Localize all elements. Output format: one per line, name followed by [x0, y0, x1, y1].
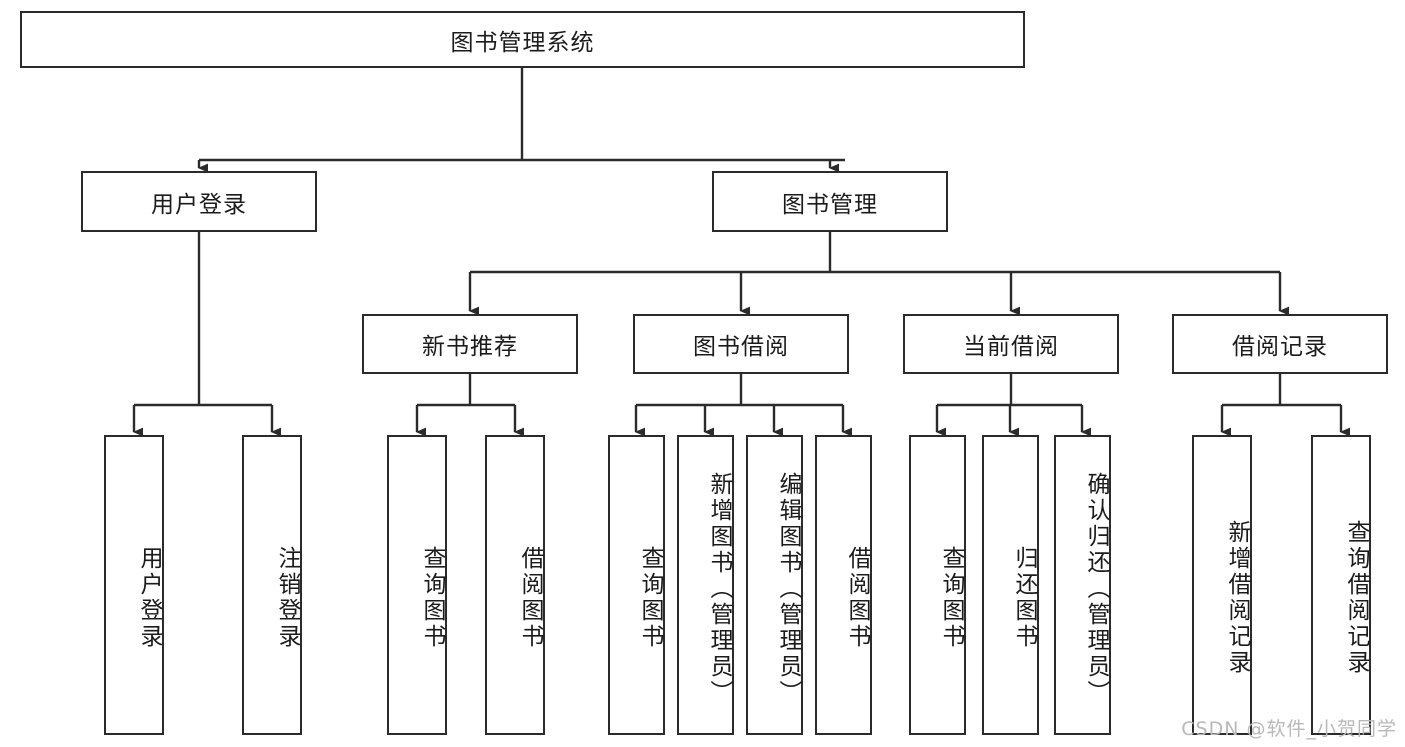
node-book-borrow-label: 图书借阅: [693, 334, 789, 360]
node-leaf-query-book-3-label: 查询图书: [938, 546, 964, 650]
node-book-borrow[interactable]: 图书借阅: [633, 314, 849, 374]
node-leaf-borrow-book-2-label: 借阅图书: [844, 546, 870, 650]
node-leaf-add-record[interactable]: 新增借阅记录: [1192, 435, 1252, 735]
node-leaf-user-login-label: 用户登录: [136, 546, 162, 650]
node-new-book-rec[interactable]: 新书推荐: [362, 314, 578, 374]
node-book-manage[interactable]: 图书管理: [712, 171, 948, 232]
node-new-book-rec-label: 新书推荐: [422, 334, 518, 360]
csdn-watermark: CSDN @软件_小贺同学: [1181, 718, 1397, 740]
node-borrow-record-label: 借阅记录: [1232, 334, 1328, 360]
node-leaf-borrow-book-1[interactable]: 借阅图书: [485, 435, 545, 735]
node-borrow-record[interactable]: 借阅记录: [1172, 314, 1388, 374]
node-leaf-query-book-2-label: 查询图书: [637, 546, 663, 650]
node-leaf-add-book-label: 新增图书（管理员）: [706, 472, 732, 706]
node-leaf-return-book[interactable]: 归还图书: [982, 435, 1039, 735]
node-leaf-query-record[interactable]: 查询借阅记录: [1311, 435, 1371, 735]
node-current-borrow[interactable]: 当前借阅: [903, 314, 1119, 374]
node-leaf-logout[interactable]: 注销登录: [242, 435, 302, 735]
node-leaf-add-record-label: 新增借阅记录: [1224, 520, 1250, 676]
node-user-login[interactable]: 用户登录: [81, 171, 317, 232]
node-leaf-confirm-return[interactable]: 确认归还（管理员）: [1054, 435, 1111, 735]
node-leaf-query-record-label: 查询借阅记录: [1343, 520, 1369, 676]
node-current-borrow-label: 当前借阅: [963, 334, 1059, 360]
node-leaf-logout-label: 注销登录: [274, 546, 300, 650]
node-root-label: 图书管理系统: [450, 29, 595, 56]
node-leaf-query-book-3[interactable]: 查询图书: [909, 435, 966, 735]
node-leaf-add-book[interactable]: 新增图书（管理员）: [677, 435, 734, 735]
node-leaf-confirm-return-label: 确认归还（管理员）: [1083, 472, 1109, 706]
node-leaf-query-book-1[interactable]: 查询图书: [387, 435, 447, 735]
node-leaf-query-book-2[interactable]: 查询图书: [608, 435, 665, 735]
node-leaf-edit-book-label: 编辑图书（管理员）: [775, 472, 801, 706]
node-leaf-borrow-book-1-label: 借阅图书: [517, 546, 543, 650]
node-leaf-user-login[interactable]: 用户登录: [104, 435, 164, 735]
node-book-manage-label: 图书管理: [782, 191, 878, 218]
node-leaf-query-book-1-label: 查询图书: [419, 546, 445, 650]
node-root[interactable]: 图书管理系统: [20, 11, 1025, 68]
node-leaf-return-book-label: 归还图书: [1011, 546, 1037, 650]
node-leaf-edit-book[interactable]: 编辑图书（管理员）: [746, 435, 803, 735]
node-user-login-label: 用户登录: [151, 191, 247, 218]
node-leaf-borrow-book-2[interactable]: 借阅图书: [815, 435, 872, 735]
